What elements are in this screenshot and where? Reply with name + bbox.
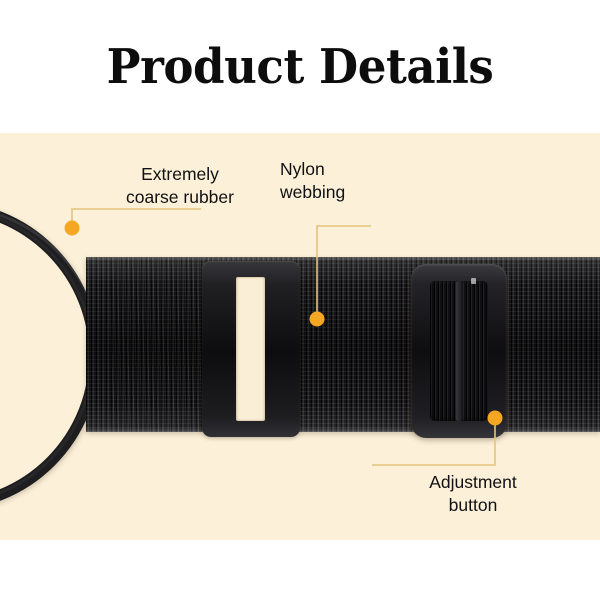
product-photo-panel: Extremely coarse rubber Nylon webbing Ad… <box>0 133 600 540</box>
callout-label-adjustment-button: Adjustment button <box>429 472 517 515</box>
slider-buckle-slot <box>236 277 265 421</box>
header-band: Product Details <box>0 0 600 133</box>
adjustment-buckle-bar <box>456 281 463 421</box>
page-title: Product Details <box>106 39 494 95</box>
webbing-top-edge <box>86 257 600 261</box>
callout-line-rubber <box>71 208 201 228</box>
adjustment-buckle <box>411 264 507 438</box>
callout-dot-rubber <box>64 220 80 236</box>
slider-buckle <box>202 261 300 437</box>
callout-label-nylon-webbing: Nylon webbing <box>280 159 346 202</box>
nylon-webbing-strap <box>86 257 600 432</box>
webbing-weave-texture <box>86 257 600 432</box>
webbing-gloss <box>86 257 600 432</box>
webbing-bottom-edge <box>86 427 600 432</box>
adjustment-buckle-highlight <box>471 278 476 284</box>
callout-label-extremely-coarse-rubber: Extremely coarse rubber <box>126 164 234 207</box>
rubber-cord-loop <box>0 201 100 511</box>
footer-band <box>0 540 600 600</box>
